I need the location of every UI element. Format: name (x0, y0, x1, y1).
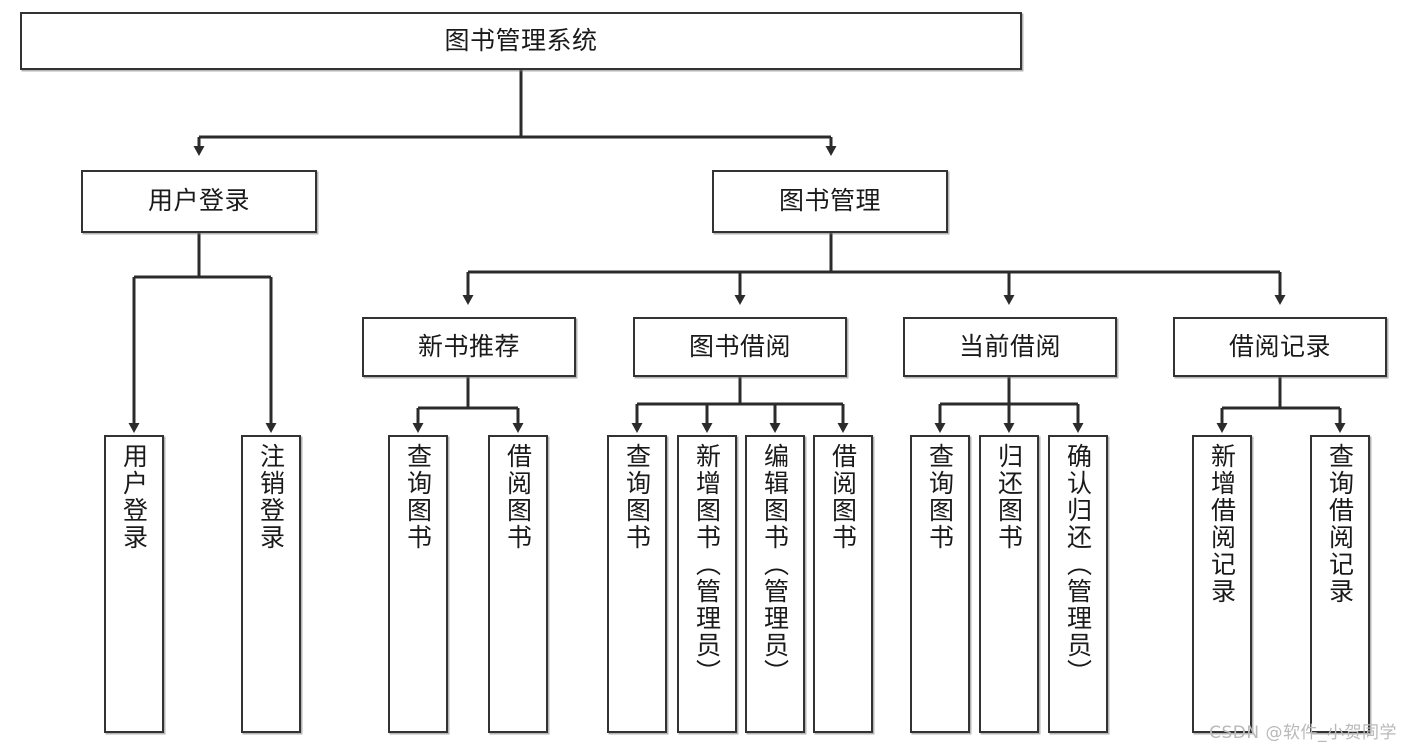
node-label: 当前借阅 (958, 331, 1061, 361)
node-label: 确认归还（管理员） (1063, 443, 1093, 686)
leaf-br-add-record[interactable]: 新增借阅记录 (1192, 435, 1252, 733)
node-label: 图书借阅 (688, 331, 791, 361)
node-book-management[interactable]: 图书管理 (712, 170, 948, 233)
node-label: 图书管理 (778, 186, 881, 216)
leaf-cb-return-book[interactable]: 归还图书 (979, 435, 1039, 733)
node-book-borrow[interactable]: 图书借阅 (633, 317, 847, 377)
node-label: 新增借阅记录 (1207, 443, 1237, 605)
node-label: 用户登录 (147, 186, 250, 216)
node-label: 查询借阅记录 (1325, 443, 1355, 605)
node-label: 新书推荐 (417, 331, 520, 361)
leaf-cb-query-book[interactable]: 查询图书 (910, 435, 970, 733)
leaf-cb-confirm-return-admin[interactable]: 确认归还（管理员） (1048, 435, 1108, 733)
node-label: 查询图书 (403, 443, 433, 551)
node-current-borrow[interactable]: 当前借阅 (903, 317, 1117, 377)
node-label: 注销登录 (256, 443, 286, 551)
node-label: 编辑图书（管理员） (760, 443, 790, 686)
node-label: 查询图书 (925, 443, 955, 551)
node-user-login[interactable]: 用户登录 (81, 170, 317, 233)
node-label: 借阅图书 (828, 443, 858, 551)
node-new-book-recommend[interactable]: 新书推荐 (362, 317, 576, 377)
leaf-bb-borrow-book[interactable]: 借阅图书 (813, 435, 873, 733)
leaf-bb-query-book[interactable]: 查询图书 (607, 435, 667, 733)
leaf-nb-query-book[interactable]: 查询图书 (388, 435, 448, 733)
node-root-library-system[interactable]: 图书管理系统 (20, 12, 1022, 70)
node-label: 图书管理系统 (444, 25, 598, 55)
leaf-logout[interactable]: 注销登录 (241, 435, 301, 733)
node-label: 归还图书 (994, 443, 1024, 551)
node-borrow-record[interactable]: 借阅记录 (1173, 317, 1387, 377)
leaf-bb-edit-book-admin[interactable]: 编辑图书（管理员） (745, 435, 805, 733)
leaf-br-query-record[interactable]: 查询借阅记录 (1310, 435, 1370, 733)
node-label: 借阅图书 (503, 443, 533, 551)
leaf-nb-borrow-book[interactable]: 借阅图书 (488, 435, 548, 733)
node-label: 新增图书（管理员） (692, 443, 722, 686)
leaf-user-login[interactable]: 用户登录 (104, 435, 164, 733)
watermark: CSDN @软件_小贺同学 (1209, 723, 1397, 743)
node-label: 查询图书 (622, 443, 652, 551)
leaf-bb-add-book-admin[interactable]: 新增图书（管理员） (677, 435, 737, 733)
node-label: 用户登录 (119, 443, 149, 551)
node-label: 借阅记录 (1228, 331, 1331, 361)
